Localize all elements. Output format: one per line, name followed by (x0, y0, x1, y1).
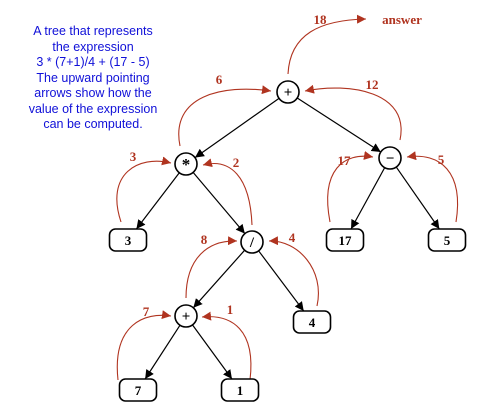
value-arrow-leaf-4-to-divide (268, 236, 319, 307)
value-label-divide-to-times: 2 (233, 155, 240, 170)
operand-node-leaf-17: 17 (325, 228, 365, 252)
diagram-caption: A tree that represents the expression 3 … (2, 24, 184, 133)
operand-node-leaf-5: 5 (427, 228, 467, 252)
value-arrows (116, 14, 458, 381)
operator-symbol: + (182, 309, 191, 325)
edge-divide-to-plus-inner (192, 249, 246, 309)
caption-line: value of the expression (28, 101, 158, 116)
value-arrow-minus-to-plus-root (304, 84, 402, 141)
edge-plus-root-to-times (194, 97, 280, 159)
operand-node-leaf-7: 7 (118, 378, 158, 402)
value-label-times-to-plus-root: 6 (216, 72, 223, 87)
edge-plus-root-to-minus (296, 97, 382, 153)
operator-node-minus: − (378, 146, 402, 170)
edge-minus-to-leaf-17 (350, 167, 386, 230)
tree-edges (135, 97, 440, 380)
caption-line: The upward pointing (36, 70, 150, 85)
edge-plus-inner-to-leaf-7 (144, 324, 181, 380)
operator-node-plus-inner: + (174, 304, 198, 328)
caption-line: A tree that represents (33, 24, 153, 38)
value-label-minus-to-plus-root: 12 (366, 77, 379, 92)
value-label-plus-root-to-answer: 18 (314, 12, 328, 27)
operand-value: 17 (339, 233, 353, 248)
value-arrow-plus-root-to-answer (287, 14, 367, 75)
operator-symbol: + (284, 85, 293, 101)
operator-symbol: * (182, 155, 191, 174)
caption-line: the expression (52, 39, 134, 54)
value-label-leaf-7-to-plus-inner: 7 (143, 304, 150, 319)
edge-times-to-divide (192, 172, 246, 234)
value-arrow-leaf-17-to-minus (327, 151, 374, 223)
edge-minus-to-leaf-5 (395, 166, 440, 230)
edge-divide-to-leaf-4 (258, 250, 305, 312)
value-label-leaf-1-to-plus-inner: 1 (227, 302, 234, 317)
operand-value: 3 (125, 233, 132, 248)
operator-symbol: − (386, 151, 395, 167)
caption-line: 3 * (7+1)/4 + (17 - 5) (36, 55, 150, 69)
operand-value: 1 (237, 383, 244, 398)
operand-value: 7 (135, 383, 142, 398)
operand-value: 5 (444, 233, 451, 248)
value-arrow-times-to-plus-root (178, 85, 272, 147)
operand-value: 4 (309, 315, 316, 330)
answer-label: answer (382, 12, 422, 27)
operand-node-leaf-1: 1 (220, 378, 260, 402)
operand-node-leaf-4: 4 (292, 310, 332, 334)
value-label-leaf-4-to-divide: 4 (289, 230, 296, 245)
operator-node-times: * (174, 152, 198, 176)
edge-times-to-leaf-3 (135, 172, 180, 230)
value-arrow-leaf-3-to-times (116, 156, 172, 223)
operator-node-plus-root: + (276, 80, 300, 104)
value-label-leaf-3-to-times: 3 (130, 149, 137, 164)
operand-node-leaf-3: 3 (108, 228, 148, 252)
operator-symbol: / (249, 235, 255, 251)
value-label-plus-inner-to-divide: 8 (201, 232, 208, 247)
value-arrow-leaf-5-to-minus (406, 151, 458, 223)
value-arrow-divide-to-times (202, 158, 253, 226)
value-arrow-leaf-1-to-plus-inner (201, 311, 252, 381)
caption-line: arrows show how the (34, 86, 152, 100)
value-arrow-leaf-7-to-plus-inner (116, 310, 172, 381)
value-label-leaf-5-to-minus: 5 (438, 152, 445, 167)
caption-line: can be computed. (43, 117, 143, 131)
value-arrow-plus-inner-to-divide (185, 236, 238, 299)
operator-node-divide: / (240, 230, 264, 254)
edge-plus-inner-to-leaf-1 (191, 324, 233, 380)
value-label-leaf-17-to-minus: 17 (338, 153, 352, 168)
